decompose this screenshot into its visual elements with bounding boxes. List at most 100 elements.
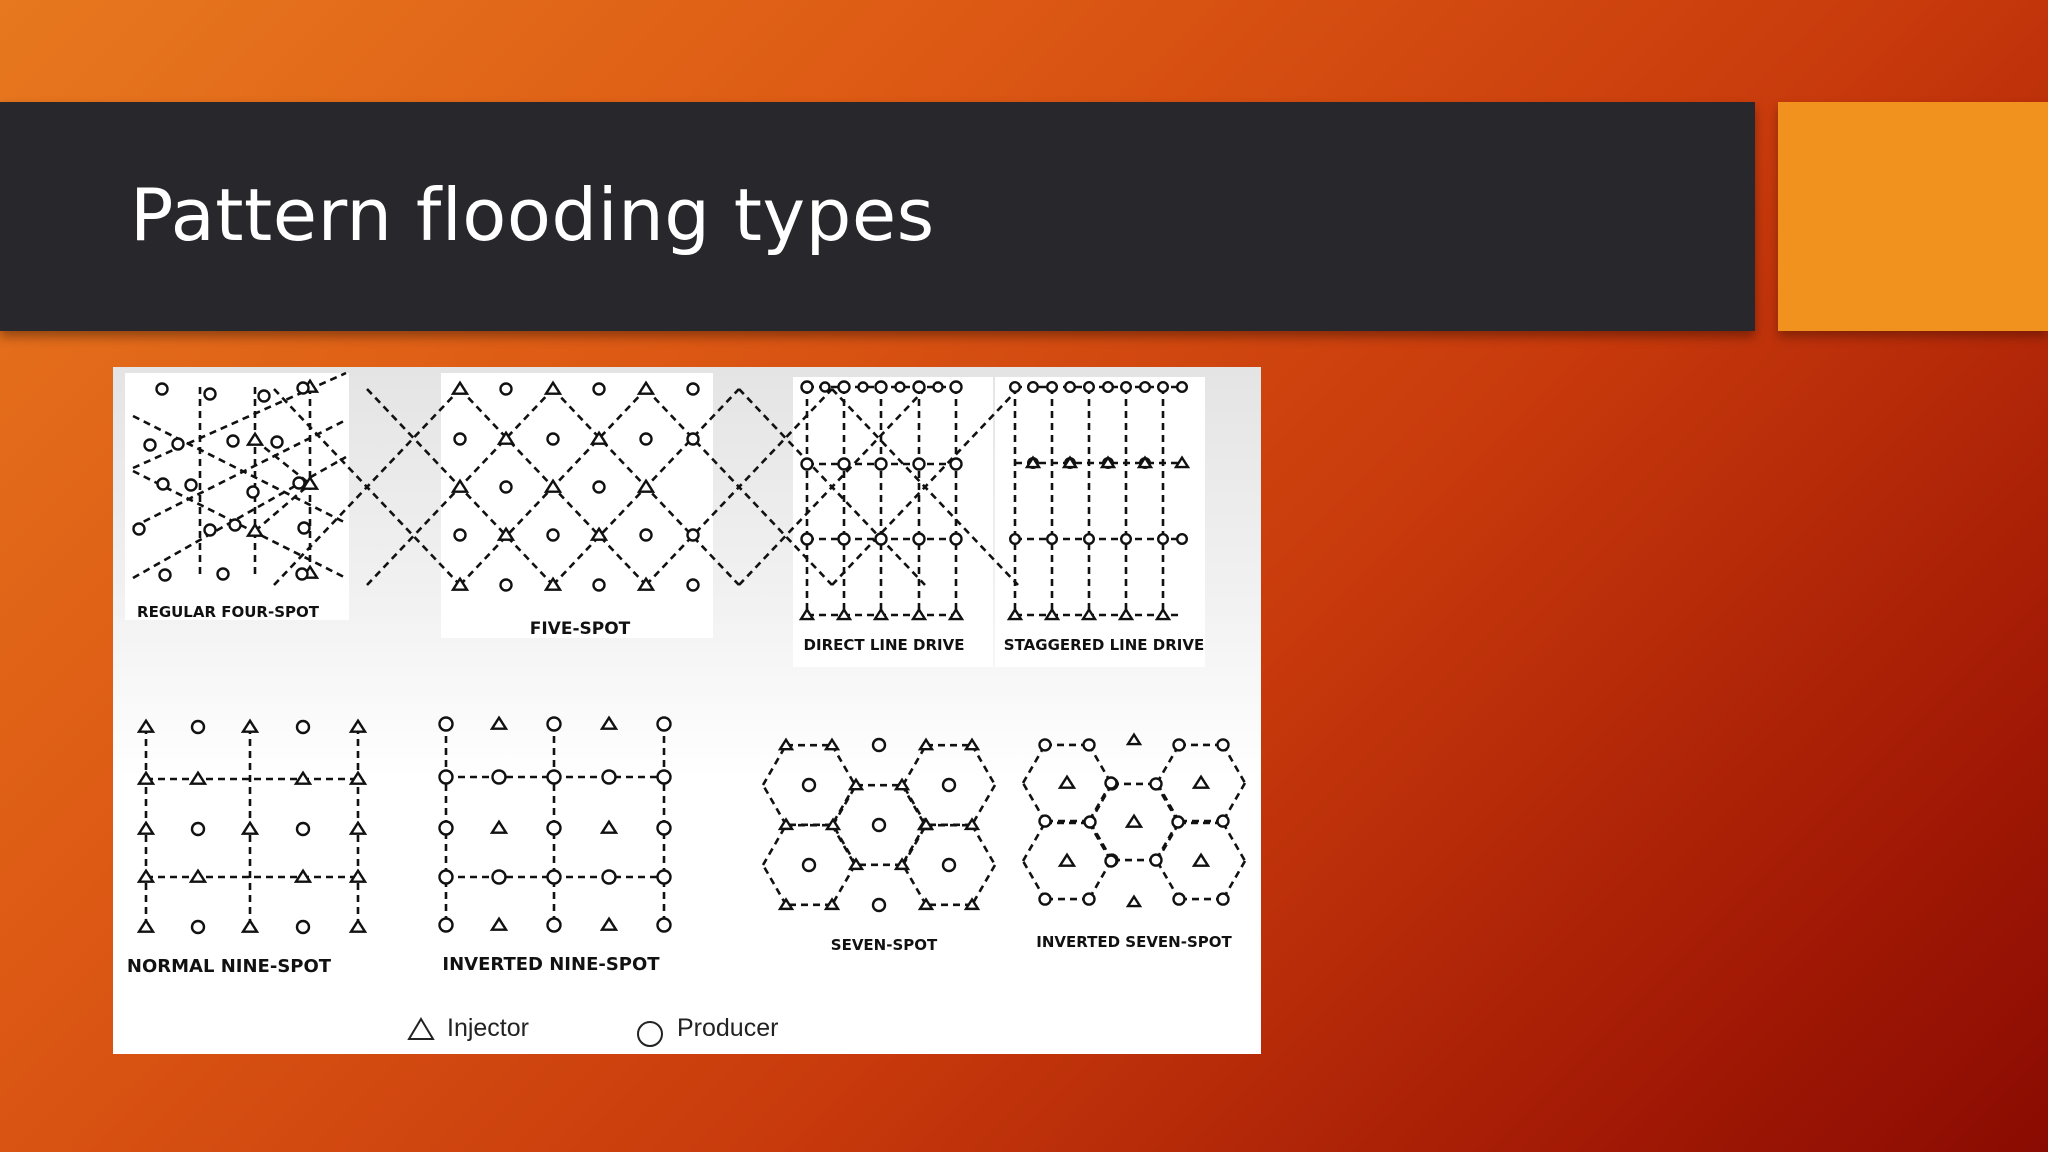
dashed-line	[1088, 783, 1114, 823]
producer-well	[1149, 853, 1163, 867]
producer-well	[184, 478, 198, 492]
producer-well	[226, 434, 240, 448]
injector-well	[599, 715, 619, 730]
injector-well	[489, 715, 509, 730]
producer-well	[1027, 380, 1040, 394]
producer-well	[894, 381, 906, 393]
injector-well	[188, 868, 208, 883]
producer-well	[1082, 892, 1096, 906]
dashed-line	[970, 864, 997, 906]
injector-well	[188, 770, 208, 785]
producer-well	[819, 381, 831, 393]
injector-well	[1117, 607, 1135, 621]
producer-well	[592, 382, 606, 396]
producer-well	[1104, 776, 1118, 790]
producer-well	[857, 381, 869, 393]
dashed-line	[970, 744, 997, 786]
producer-well	[499, 578, 513, 592]
producer-well	[800, 532, 814, 546]
producer-well	[295, 719, 311, 735]
legend-producer-label: Producer	[677, 1014, 778, 1042]
label-staggered-line-drive: STAGGERED LINE DRIVE	[1004, 636, 1204, 654]
producer-well	[1083, 380, 1096, 394]
dashed-line	[1154, 783, 1180, 823]
producer-well	[156, 477, 170, 491]
producer-well	[1104, 854, 1118, 868]
producer-well	[491, 769, 507, 785]
producer-well	[1064, 380, 1077, 394]
dashed-line	[1021, 860, 1047, 900]
producer-well	[257, 389, 271, 403]
producer-well	[686, 432, 700, 446]
injector-well	[872, 607, 890, 621]
producer-well	[1156, 380, 1169, 394]
producer-well	[546, 869, 562, 885]
producer-well	[1009, 532, 1022, 545]
injector-well	[136, 918, 156, 933]
injector-well	[963, 737, 981, 751]
label-direct-line-drive: DIRECT LINE DRIVE	[804, 636, 965, 654]
injector-well	[917, 817, 935, 831]
title-bar: Pattern flooding types	[0, 102, 1755, 331]
dashed-line	[1021, 744, 1047, 784]
injector-well	[245, 431, 265, 446]
injector-well	[847, 777, 865, 791]
producer-well	[1120, 380, 1133, 394]
producer-well	[1149, 777, 1163, 791]
injector-well	[589, 430, 609, 445]
dashed-line	[254, 483, 311, 532]
producer-well	[1172, 738, 1186, 752]
producer-well	[639, 528, 653, 542]
producer-well	[228, 518, 242, 532]
producer-well	[1138, 380, 1151, 394]
producer-well	[155, 382, 169, 396]
injector-well	[489, 819, 509, 834]
dashed-line	[1221, 782, 1247, 822]
producer-well	[1175, 380, 1188, 394]
inverted-seven-spot-pattern	[1021, 732, 1247, 908]
producer-well	[1009, 380, 1022, 394]
dashed-line	[1087, 744, 1113, 784]
producer-well	[912, 457, 926, 471]
dashed-line	[831, 784, 858, 826]
label-regular-four-spot: REGULAR FOUR-SPOT	[137, 603, 320, 621]
producer-well	[800, 457, 814, 471]
injector-well	[636, 380, 656, 395]
producer-well	[1082, 738, 1096, 752]
producer-well	[1175, 532, 1188, 545]
injector-well	[1124, 813, 1144, 828]
injector-well	[847, 857, 865, 871]
injector-well	[300, 475, 320, 490]
producer-well	[801, 777, 817, 793]
producer-well	[499, 480, 513, 494]
producer-well	[1120, 532, 1133, 545]
injector-well	[136, 770, 156, 785]
dashed-line	[1221, 860, 1247, 900]
injector-well	[1061, 455, 1079, 469]
producer-well	[941, 777, 957, 793]
injector-well	[835, 607, 853, 621]
dashed-line	[1154, 821, 1180, 861]
producer-well	[1038, 738, 1052, 752]
producer-well	[132, 522, 146, 536]
producer-well	[949, 457, 963, 471]
producer-well	[546, 528, 560, 542]
producer-circle-icon	[637, 1021, 663, 1047]
injector-well	[293, 868, 313, 883]
dashed-line	[901, 784, 928, 826]
producer-well	[837, 532, 851, 546]
accent-block	[1778, 102, 2048, 331]
dashed-line	[1155, 822, 1181, 862]
producer-well	[216, 567, 230, 581]
producer-well	[949, 380, 963, 394]
producer-well	[190, 919, 206, 935]
producer-well	[1038, 814, 1052, 828]
producer-well	[203, 387, 217, 401]
dashed-line	[970, 784, 997, 826]
producer-well	[837, 457, 851, 471]
producer-well	[601, 869, 617, 885]
injector-well	[348, 718, 368, 733]
injector-well	[636, 576, 656, 591]
producer-well	[656, 917, 672, 933]
slide-title: Pattern flooding types	[130, 173, 935, 257]
